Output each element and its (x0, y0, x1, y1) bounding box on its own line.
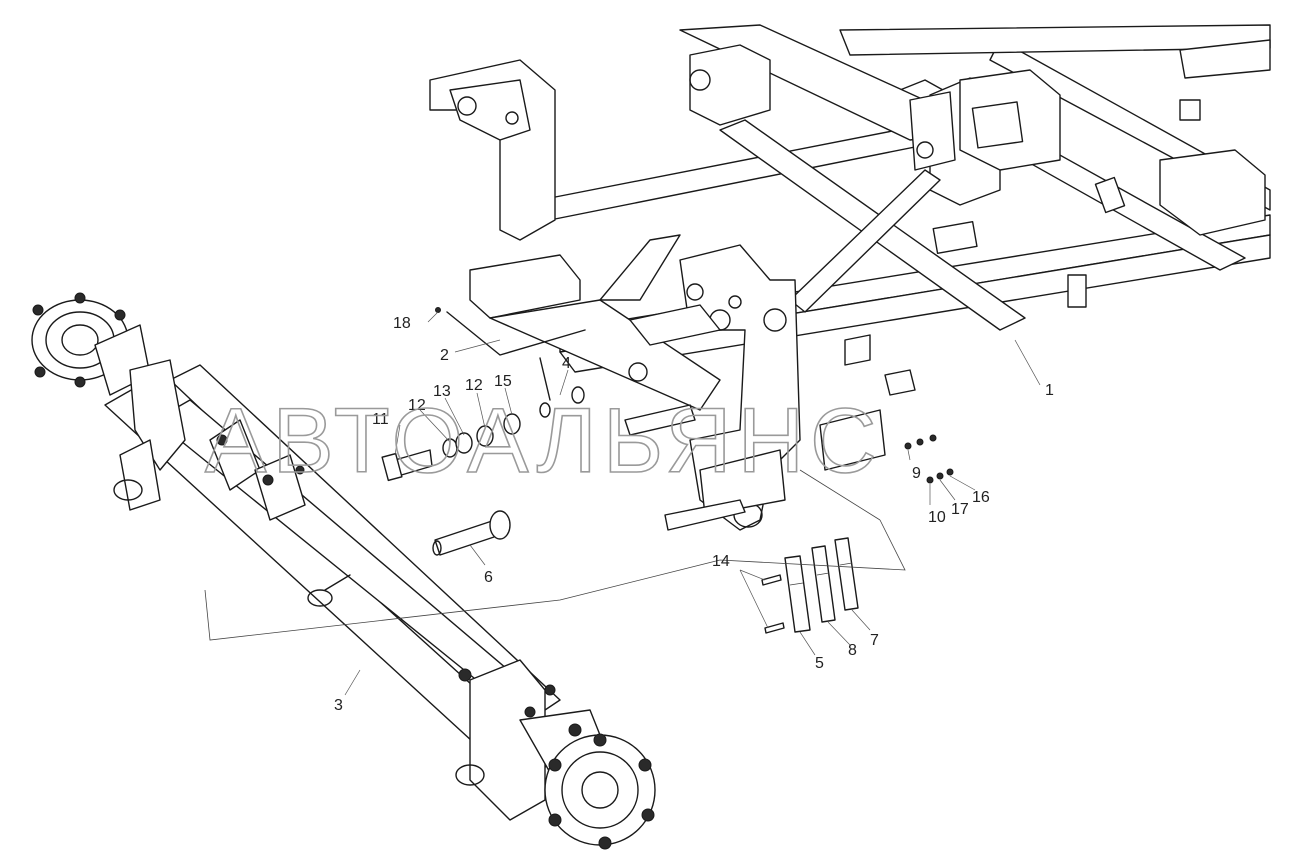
callout-11: 11 (372, 411, 389, 428)
callout-4: 4 (562, 355, 571, 372)
callout-6: 6 (484, 569, 493, 586)
main-frame (429, 24, 1271, 531)
callout-13: 13 (433, 383, 451, 400)
callout-1: 1 (1045, 382, 1054, 399)
callout-labels: 18 2 4 13 12 15 12 11 1 9 10 17 16 14 6 … (334, 315, 1054, 714)
callout-15: 15 (494, 373, 512, 390)
callout-2: 2 (440, 347, 449, 364)
callout-16: 16 (972, 489, 990, 506)
callout-18: 18 (393, 315, 411, 332)
bolt-and-nuts (381, 386, 585, 482)
callout-3: 3 (334, 697, 343, 714)
callout-7: 7 (870, 632, 879, 649)
callout-8: 8 (848, 642, 857, 659)
callout-9: 9 (912, 465, 921, 482)
callout-17: 17 (951, 501, 969, 518)
axle-assembly (31, 292, 656, 850)
callout-5: 5 (815, 655, 824, 672)
leader-lines (204, 311, 1041, 696)
pin-6 (432, 510, 511, 556)
callout-10: 10 (928, 509, 946, 526)
plates-group (761, 537, 859, 634)
watermark-text: АВТОАЛЬЯНС (205, 390, 883, 492)
callout-12-lower: 12 (408, 397, 426, 414)
callout-12-upper: 12 (465, 377, 483, 394)
small-fasteners (435, 307, 954, 484)
callout-14: 14 (712, 553, 730, 570)
